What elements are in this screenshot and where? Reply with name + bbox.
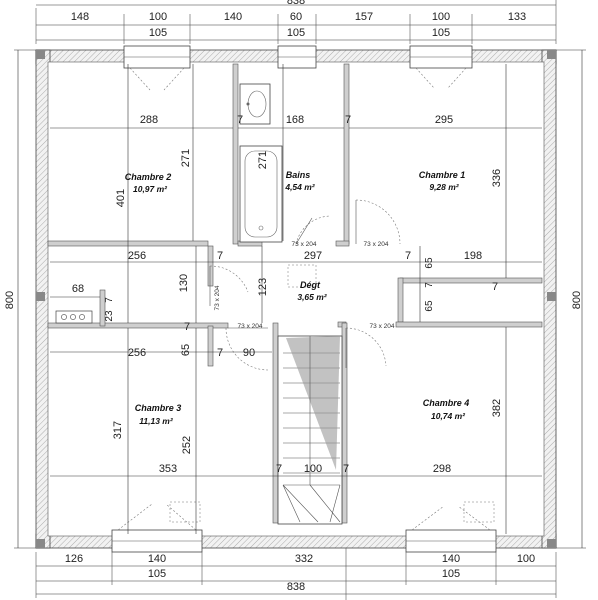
radiator: [55, 310, 93, 324]
room-labels: Chambre 2 10,97 m² Bains 4,54 m² Chambre…: [125, 170, 470, 426]
dim-ch2-width: 288: [140, 114, 158, 126]
interior-dimension-lines: [50, 64, 542, 534]
dim-90: 90: [243, 347, 255, 359]
door-bains-size: 73 x 204: [292, 241, 317, 248]
bottom-dim-5: 100: [517, 553, 535, 565]
dim-bains-height: 271: [257, 151, 269, 169]
room-ch3-area: 11,13 m²: [139, 416, 174, 426]
dim-bains-width: 168: [286, 114, 304, 126]
room-ch1-name: Chambre 1: [419, 170, 466, 180]
dim-stair-width: 100: [304, 463, 322, 475]
hatch-opening: [287, 264, 317, 288]
dim-ch4-bottom: 298: [433, 463, 451, 475]
bottom-window-dim-1: 105: [148, 568, 166, 580]
door-ch4: 73 x 204: [345, 323, 395, 368]
dim-wall-7b: 7: [345, 114, 351, 126]
dim-wall-7i: 7: [276, 463, 282, 475]
dim-65: 65: [180, 344, 192, 356]
top-dim-1: 148: [71, 11, 89, 23]
dim-wall-7-ch1: 7: [492, 281, 498, 293]
dim-23: 23: [104, 310, 115, 322]
washbasin: [239, 83, 271, 125]
top-dimensions: 838 148 100 140 60 157 100 133 105 105 1…: [35, 0, 557, 44]
top-dim-5: 157: [355, 11, 373, 23]
top-dim-2: 100: [149, 11, 167, 23]
fixtures: [55, 83, 343, 525]
dim-ch1-height: 336: [491, 169, 503, 187]
dim-ch3-bottom: 353: [159, 463, 177, 475]
top-window-dim-2: 105: [287, 27, 305, 39]
dim-wall-7d: 7: [405, 250, 411, 262]
room-ch1-area: 9,28 m²: [429, 182, 459, 192]
left-height-dim: 800: [4, 291, 16, 309]
dim-ch3-top: 256: [128, 347, 146, 359]
top-dim-4: 60: [290, 11, 302, 23]
dim-ch1-bottom: 198: [464, 250, 482, 262]
window-bottom-ch4: [405, 501, 497, 553]
bathtub: [239, 145, 283, 243]
dim-right-7e: 7: [424, 282, 435, 288]
dim-right-65a: 65: [424, 257, 435, 269]
room-degt-area: 3,65 m²: [297, 292, 327, 302]
dim-ch2-height: 271: [180, 149, 192, 167]
room-ch4-name: Chambre 4: [423, 398, 470, 408]
windows: [111, 45, 497, 553]
bottom-dim-3: 332: [295, 553, 313, 565]
right-height-dim: 800: [571, 291, 583, 309]
window-top-ch2: [123, 45, 191, 91]
door-ch4-size: 73 x 204: [370, 323, 395, 330]
staircase: [277, 335, 343, 525]
interior-dimensions: 288 7 168 7 295 271 271 401 336 256 7 29…: [72, 114, 503, 475]
dim-130: 130: [178, 274, 190, 292]
dim-ch4-height: 382: [491, 399, 503, 417]
top-dim-7: 133: [508, 11, 526, 23]
dim-ch2-total: 401: [115, 189, 127, 207]
dim-ch1-width: 295: [435, 114, 453, 126]
door-ch3: 73 x 204: [225, 323, 269, 371]
dim-degt-top: 297: [304, 250, 322, 262]
dim-wall-7f: 7: [104, 297, 115, 303]
bottom-overall-dim: 838: [287, 581, 305, 593]
room-ch3-name: Chambre 3: [135, 403, 182, 413]
dim-wall-7c: 7: [217, 250, 223, 262]
dim-wall-7g: 7: [184, 321, 190, 333]
door-ch1: 73 x 204: [355, 199, 401, 248]
dim-right-65b: 65: [424, 300, 435, 312]
bottom-dim-2: 140: [148, 553, 166, 565]
room-ch4-area: 10,74 m²: [431, 411, 466, 421]
bottom-dim-4: 140: [442, 553, 460, 565]
dim-wall-7j: 7: [343, 463, 349, 475]
window-bottom-ch3: [111, 501, 203, 553]
dim-wall-7h: 7: [217, 347, 223, 359]
bottom-dimensions: 126 140 332 140 100 105 105 838: [35, 548, 557, 600]
dim-wall-7a: 7: [237, 114, 243, 126]
room-bains-area: 4,54 m²: [284, 182, 315, 192]
dim-cupboard-width: 68: [72, 283, 84, 295]
room-ch2-area: 10,97 m²: [133, 184, 168, 194]
dim-123: 123: [257, 278, 269, 296]
top-dim-6: 100: [432, 11, 450, 23]
door-bains: 73 x 204: [292, 215, 331, 248]
window-top-bains: [277, 45, 317, 69]
top-window-dim-1: 105: [149, 27, 167, 39]
door-ch2: 73 x 204: [209, 265, 249, 310]
dim-ch3-height: 317: [112, 421, 124, 439]
door-ch2-size: 73 x 204: [214, 285, 221, 310]
window-top-ch1: [409, 45, 473, 89]
room-ch2-name: Chambre 2: [125, 172, 172, 182]
top-window-dim-3: 105: [432, 27, 450, 39]
dim-ch3-inner: 252: [181, 436, 193, 454]
room-degt-name: Dégt: [300, 280, 321, 290]
door-ch1-size: 73 x 204: [364, 241, 389, 248]
doors: 73 x 204 73 x 204 73 x 204 73 x 204 73 x…: [209, 199, 401, 371]
room-bains-name: Bains: [286, 170, 311, 180]
bottom-dim-1: 126: [65, 553, 83, 565]
top-dim-3: 140: [224, 11, 242, 23]
door-ch3-size: 73 x 204: [238, 323, 263, 330]
top-overall-dim: 838: [287, 0, 305, 7]
dim-ch2-bottom: 256: [128, 250, 146, 262]
bottom-window-dim-2: 105: [442, 568, 460, 580]
